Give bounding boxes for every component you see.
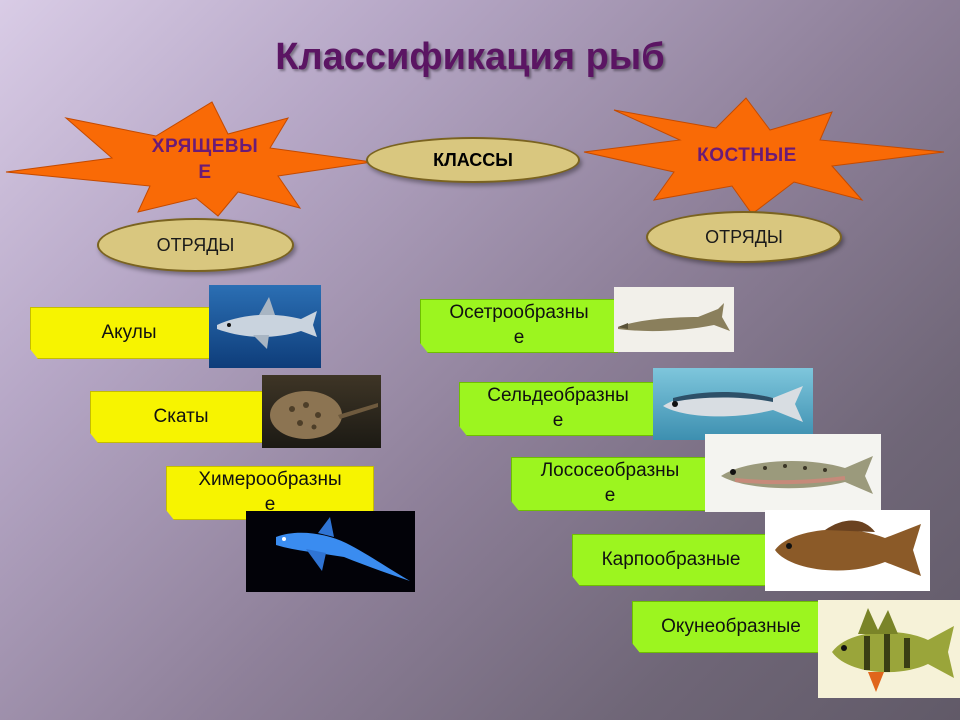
order-salmons: Лососеобразны е — [511, 457, 709, 511]
order-carps: Карпообразные — [572, 534, 770, 586]
cartilaginous-label: ХРЯЩЕВЫ Е — [130, 134, 280, 185]
slide-title: Классификация рыб — [275, 36, 665, 78]
order-sturgeons-label-line2: е — [513, 327, 525, 348]
order-herrings: Сельдеобразны е — [459, 382, 657, 436]
bony-label: КОСТНЫЕ — [697, 145, 797, 166]
perch-image — [818, 600, 960, 698]
salmon-image — [705, 434, 881, 512]
classes-label: КЛАССЫ — [433, 149, 513, 170]
order-rays-label: Скаты — [153, 405, 209, 427]
stingray-image — [262, 375, 381, 448]
chimaera-image — [246, 511, 415, 592]
order-sharks: Акулы — [30, 307, 228, 359]
bony-orders-oval: ОТРЯДЫ — [646, 211, 842, 263]
order-herrings-label-line2: е — [552, 410, 564, 431]
shark-image — [209, 285, 321, 368]
order-rays: Скаты — [90, 391, 272, 443]
order-sturgeons-label-line1: Осетрообразны — [449, 302, 589, 324]
order-herrings-label-line1: Сельдеобразны — [487, 385, 629, 407]
order-chimaeras-label-line1: Химерообразны — [198, 469, 342, 491]
bony-orders-label: ОТРЯДЫ — [705, 226, 783, 247]
cartilaginous-star-shape — [5, 101, 373, 217]
order-sturgeons: Осетрообразны е — [420, 299, 618, 353]
cartilaginous-label-line1: ХРЯЩЕВЫ — [151, 136, 259, 157]
order-perches: Окунеобразные — [632, 601, 830, 653]
classes-oval: КЛАССЫ — [366, 137, 580, 183]
cartilaginous-orders-label: ОТРЯДЫ — [156, 234, 235, 255]
order-sharks-label: Акулы — [101, 321, 157, 343]
order-perches-label: Окунеобразные — [661, 615, 801, 637]
herring-image — [653, 368, 813, 440]
order-salmons-label-line2: е — [604, 485, 616, 506]
carp-image — [765, 510, 930, 591]
order-salmons-label-line1: Лососеобразны — [540, 460, 680, 482]
cartilaginous-orders-oval: ОТРЯДЫ — [97, 218, 294, 272]
order-chimaeras-label-line2: е — [264, 494, 276, 515]
cartilaginous-label-line2: Е — [198, 161, 212, 183]
order-carps-label: Карпообразные — [601, 548, 741, 570]
sturgeon-image — [614, 287, 734, 352]
